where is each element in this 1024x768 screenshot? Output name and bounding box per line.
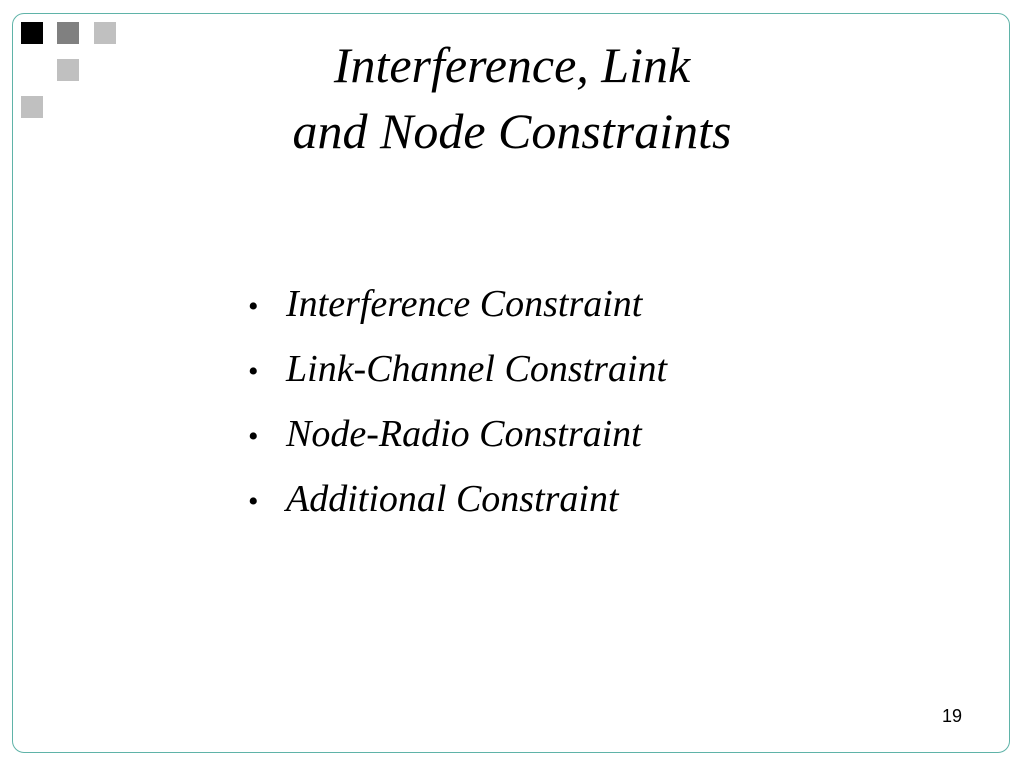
bullet-marker: • [248,355,259,388]
slide-title-line-1: Interference, Link [333,37,691,93]
bullet-marker: • [248,485,259,518]
decor-square-dark-gray [57,22,79,44]
slide-frame [12,13,1010,753]
bullet-list: • Interference Constraint • Link-Channel C… [248,278,667,538]
bullet-marker: • [248,420,259,453]
slide-title-line-2: and Node Constraints [292,103,732,159]
decor-square-light-gray [57,59,79,81]
decor-square-black [21,22,43,44]
bullet-text: Additional Constraint [286,478,619,520]
bullet-text: Interference Constraint [286,283,643,325]
bullet-text: Link-Channel Constraint [286,348,668,390]
bullet-item: • Additional Constraint [248,473,667,538]
decor-square-light-gray [94,22,116,44]
bullet-marker: • [248,290,259,323]
bullet-item: • Node-Radio Constraint [248,408,667,473]
page-number: 19 [941,706,962,726]
bullet-item: • Link-Channel Constraint [248,343,667,408]
bullet-item: • Interference Constraint [248,278,667,343]
decor-square-light-gray [21,96,43,118]
bullet-text: Node-Radio Constraint [286,413,642,455]
slide-title: Interference, Link and Node Constraints [0,32,1024,164]
